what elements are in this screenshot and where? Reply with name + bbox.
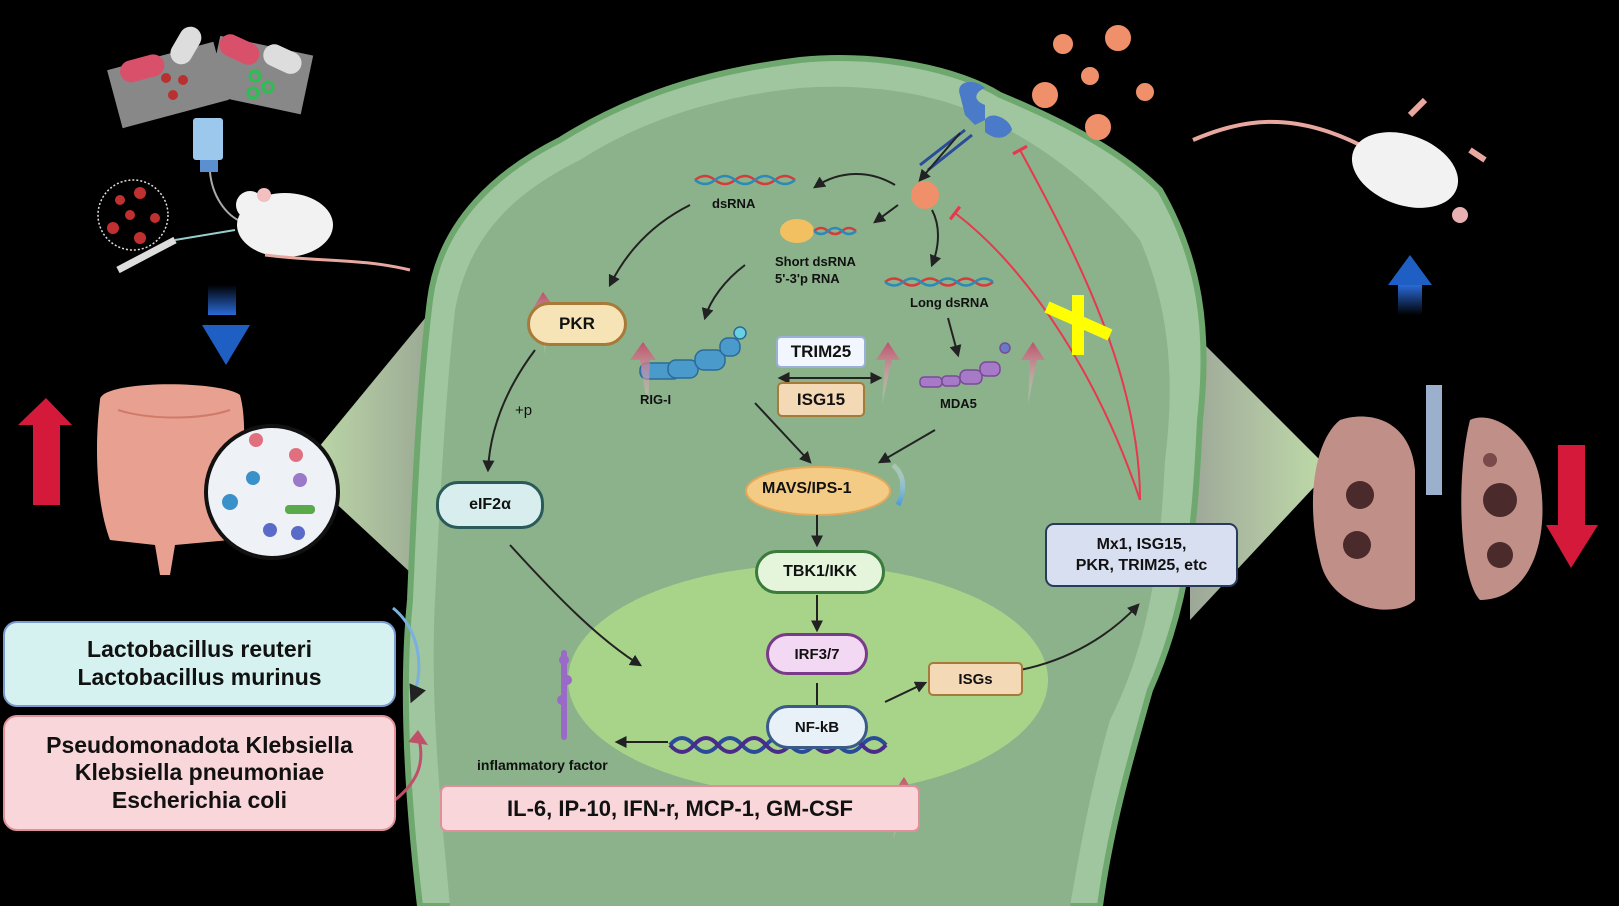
long-dsrna-label: Long dsRNA: [910, 295, 989, 310]
inflammatory-factor-label: inflammatory factor: [477, 757, 608, 773]
pkr-node[interactable]: PKR: [527, 302, 627, 346]
left-blue-down-arrowhead: [202, 325, 250, 365]
dsrna-label: dsRNA: [712, 196, 756, 211]
right-red-down-arrow-icon: [1546, 445, 1598, 568]
rig-i-label: RIG-I: [640, 392, 672, 407]
isg-products-line1: Mx1, ISG15,: [1096, 536, 1187, 553]
nf-kb-node[interactable]: NF-kB: [766, 705, 868, 749]
short-dsrna-label: Short dsRNA 5'-3'p RNA: [775, 253, 856, 287]
harmful-bacteria-item: Pseudomonadota Klebsiella: [46, 731, 353, 758]
sick-mouse-icon: [1192, 97, 1487, 223]
isg15-node[interactable]: ISG15: [777, 382, 865, 417]
left-red-up-arrow-icon: [18, 398, 72, 505]
beneficial-bacteria-item: Lactobacillus reuteri: [87, 636, 312, 663]
intestine-icon: [97, 384, 245, 575]
harmful-bacteria-item: Klebsiella pneumoniae: [74, 759, 325, 786]
short-dsrna-label-line2: 5'-3'p RNA: [775, 271, 840, 286]
left-blue-down-arrow-shaft: [208, 285, 236, 315]
gavage-bottle-icon: [193, 118, 243, 223]
blocked-x-mark-icon: [1044, 295, 1113, 355]
phosphorylation-label: +p: [515, 402, 533, 419]
mda5-label: MDA5: [940, 396, 977, 411]
harmful-bacteria-item: Escherichia coli: [111, 786, 288, 813]
mda5-protein-icon: [919, 342, 1011, 388]
virus-particles-icon: [1032, 25, 1154, 140]
long-dsrna-strand-icon: [884, 277, 994, 287]
dsrna-strand-icon: [694, 174, 796, 186]
left-zoom-funnel: [300, 300, 440, 600]
right-blue-up-arrow-icon: [1388, 255, 1432, 315]
tbk1-ikk-node[interactable]: TBK1/IKK: [755, 550, 885, 594]
beneficial-bacteria-item: Lactobacillus murinus: [77, 664, 322, 690]
cytokines-box[interactable]: IL-6, IP-10, IFN-r, MCP-1, GM-CSF: [440, 785, 920, 832]
mavs-label[interactable]: MAVS/IPS-1: [762, 480, 852, 497]
isgs-node[interactable]: ISGs: [928, 662, 1023, 696]
cytokine-chain-icon: [557, 650, 572, 740]
mavs-down-arrow: [891, 463, 906, 507]
rig-i-protein-icon: [639, 326, 747, 380]
beneficial-down-arrow: [392, 606, 426, 704]
virus-inoculum-icon: [97, 179, 236, 274]
isg-products-line2: PKR, TRIM25, etc: [1075, 557, 1208, 574]
probiotic-capsules-icon: [107, 26, 314, 129]
harmful-bacteria-box[interactable]: Pseudomonadota Klebsiella Klebsiella pne…: [3, 715, 396, 831]
isg-products-box[interactable]: Mx1, ISG15, PKR, TRIM25, etc: [1045, 523, 1238, 587]
internal-virus-icon: [911, 181, 939, 209]
short-dsrna-label-line1: Short dsRNA: [775, 254, 856, 269]
mouse-gavage-icon: [236, 188, 411, 272]
trim25-node[interactable]: TRIM25: [776, 336, 866, 368]
eif2a-node[interactable]: eIF2α: [436, 481, 544, 529]
inhibition-lines: [948, 144, 1141, 501]
irf3-7-node[interactable]: IRF3/7: [766, 633, 868, 675]
short-dsrna-strand-icon: [813, 226, 857, 236]
infected-lungs-icon: [1312, 385, 1543, 610]
pathway-arrows: [482, 132, 1140, 748]
gut-microbiota-icon: [204, 424, 340, 560]
beneficial-bacteria-box[interactable]: Lactobacillus reuteri Lactobacillus muri…: [3, 621, 396, 707]
short-dsrna-cap-icon: [780, 219, 814, 243]
harmful-up-arrowhead: [408, 730, 428, 745]
